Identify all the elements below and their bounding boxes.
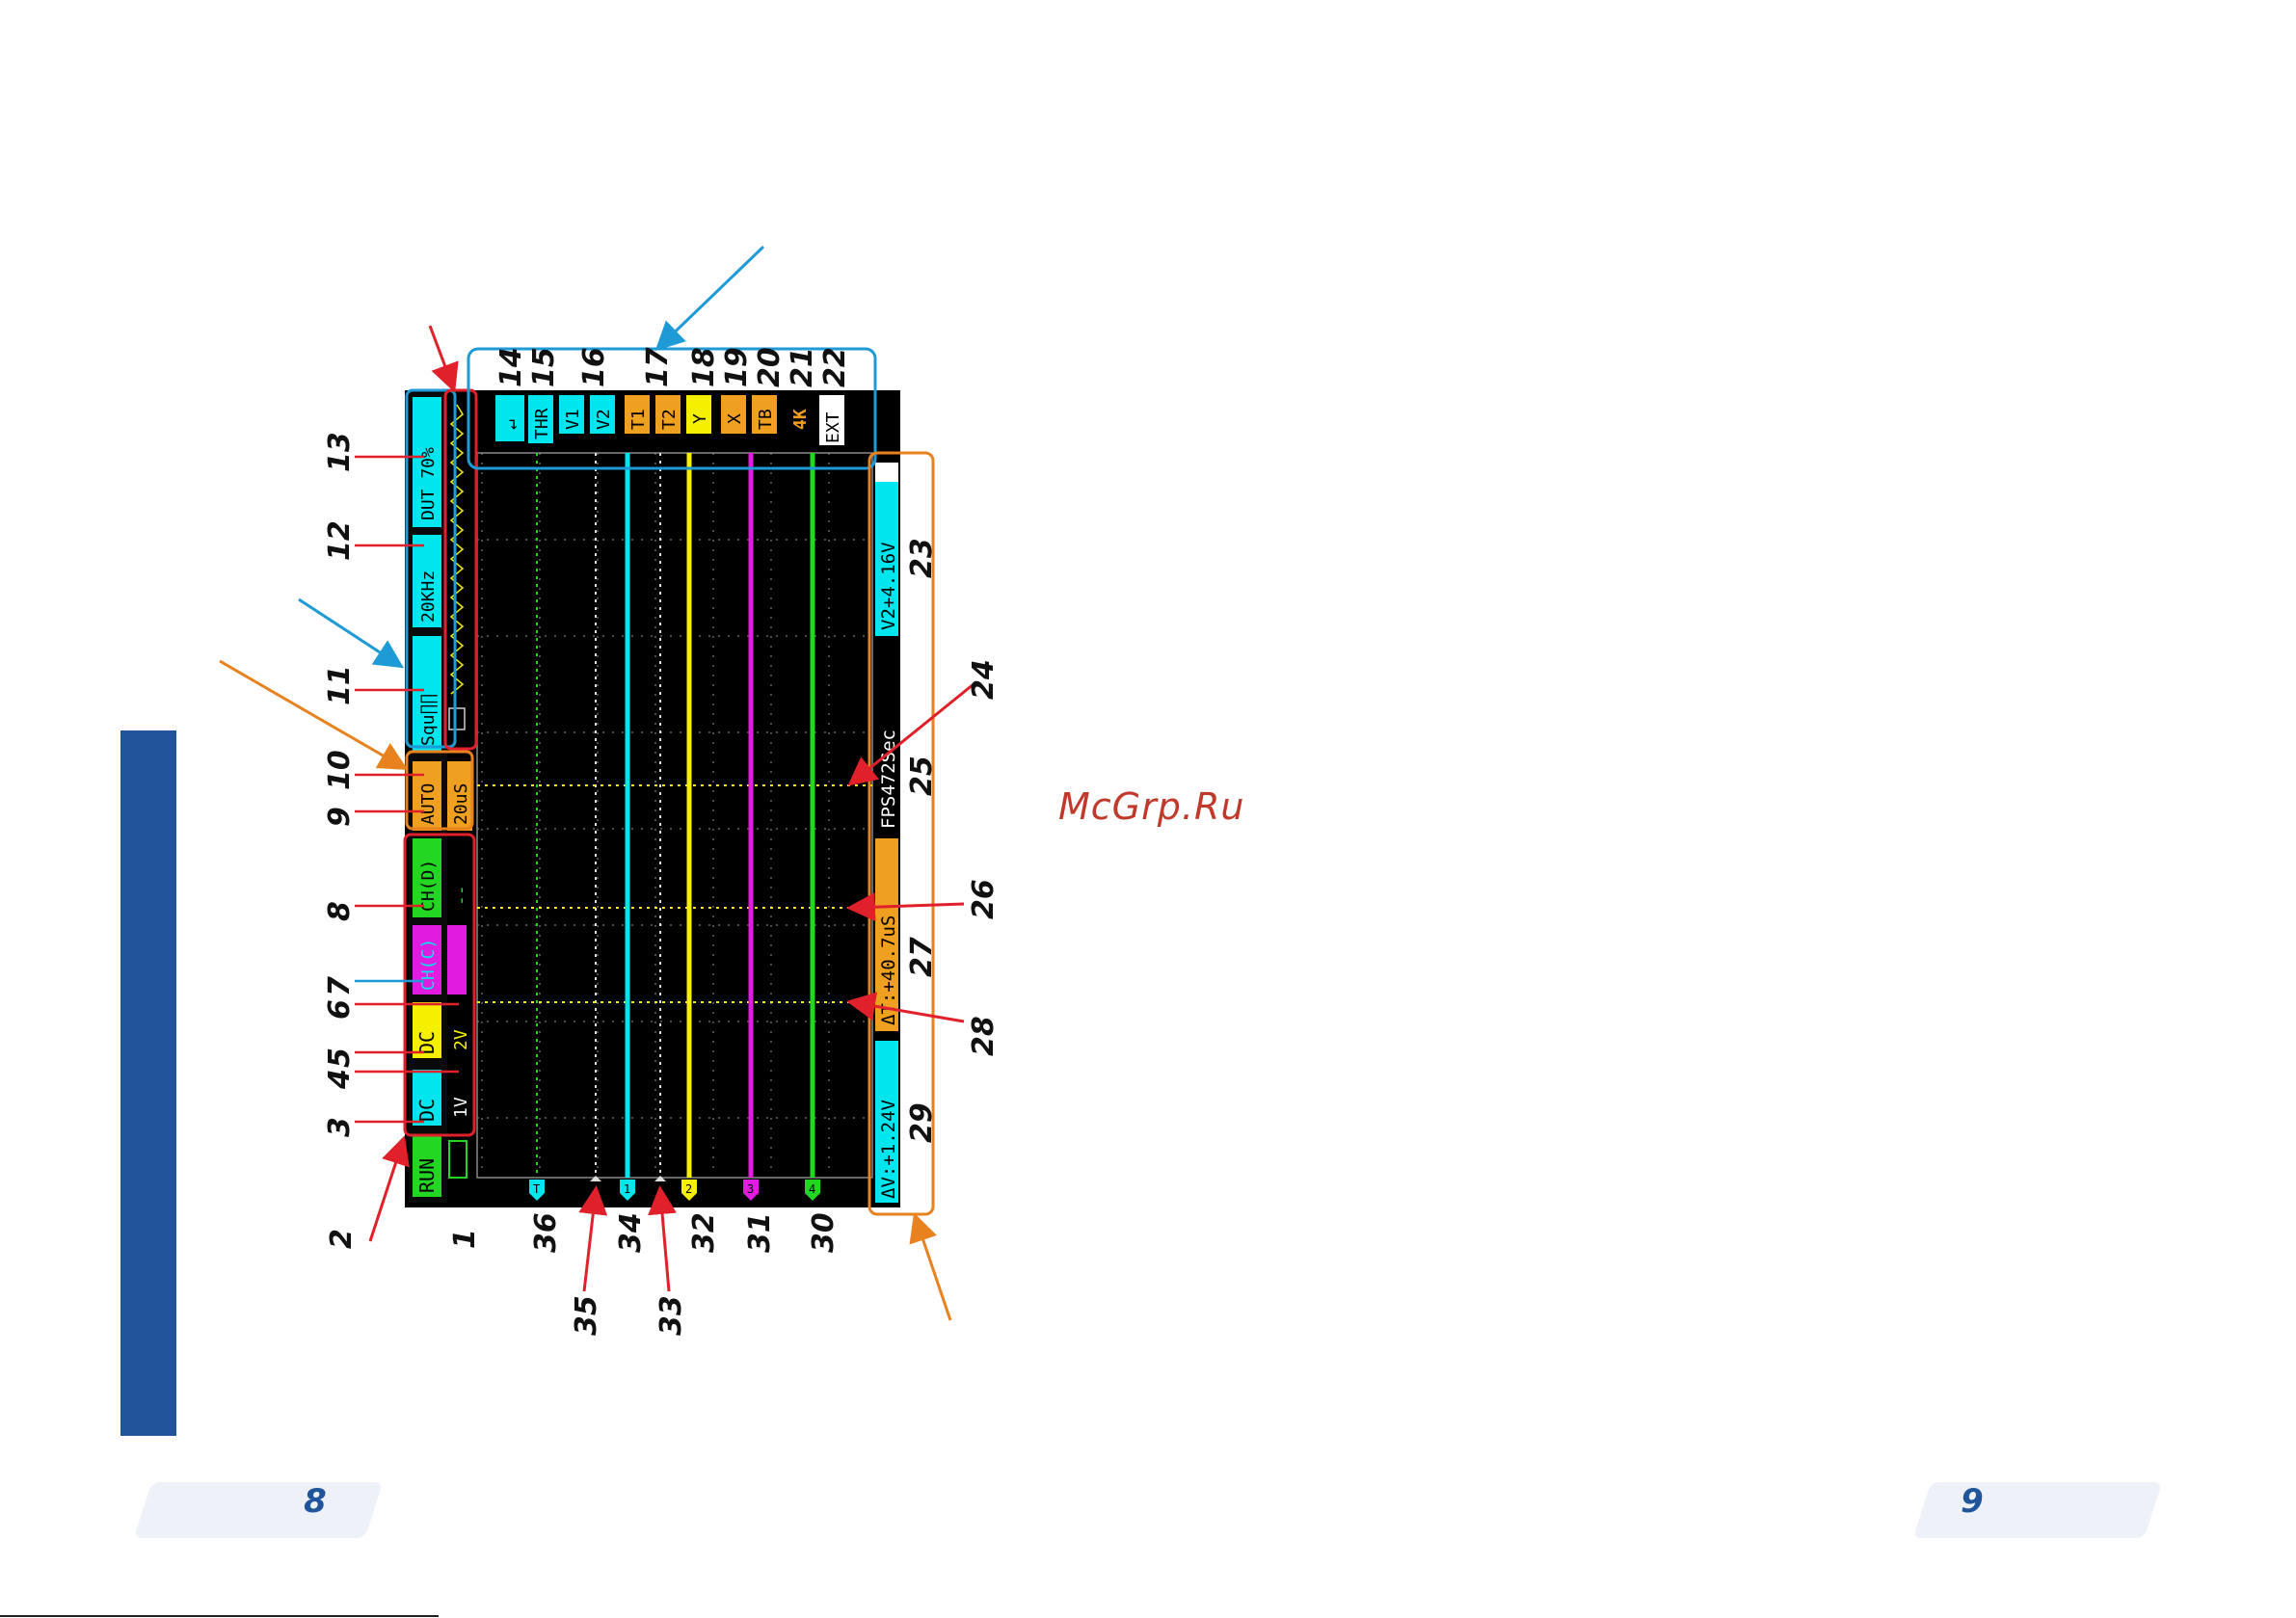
menu-y: Y xyxy=(690,413,710,424)
timebase: 20uS xyxy=(451,783,471,825)
callout-28: 28 xyxy=(967,1016,1001,1056)
callout-33: 33 xyxy=(654,1295,688,1336)
callout-31: 31 xyxy=(743,1212,777,1253)
callout-1: 1 xyxy=(448,1229,482,1249)
trigger-mode: AUTO xyxy=(418,783,439,825)
status-column: RUN DC DC CH(C) CH(D) AUTO Squ∏∏ 20KHz D… xyxy=(413,397,441,1197)
menu-t2: T2 xyxy=(659,409,680,430)
menu-t1: T1 xyxy=(628,409,649,430)
v2-readout: V2+4.16V xyxy=(878,542,899,630)
callout-18: 18 xyxy=(687,347,721,387)
marker-4: 4 xyxy=(809,1182,815,1196)
callout-9: 9 xyxy=(323,807,357,827)
marker-1: 1 xyxy=(624,1182,630,1196)
run-label: RUN xyxy=(415,1158,439,1193)
marker-t: T xyxy=(533,1182,540,1196)
callout-27: 27 xyxy=(905,937,939,977)
ch-d-label: CH(D) xyxy=(418,860,439,912)
menu-x: X xyxy=(725,413,745,424)
callout-14: 14 xyxy=(494,347,528,387)
callout-36: 36 xyxy=(529,1212,563,1253)
menu-tb: TB xyxy=(756,409,776,430)
ch-b-coupling: DC xyxy=(415,1031,439,1054)
ch-a-scale: 1V xyxy=(451,1097,471,1118)
callout-7: 7 xyxy=(323,976,357,996)
callout-15: 15 xyxy=(527,347,561,387)
menu-thr: THR xyxy=(532,408,552,439)
menu-4k: 4K xyxy=(790,409,811,430)
scope-screen xyxy=(405,390,900,1207)
callout-19: 19 xyxy=(720,347,754,387)
callout-8: 8 xyxy=(323,901,357,921)
waveform-type: Squ∏∏ xyxy=(418,694,439,746)
callout-34: 34 xyxy=(614,1212,648,1253)
ch-c-label: CH(C) xyxy=(418,939,439,991)
ch-d-value: -- xyxy=(451,885,471,906)
callout-13: 13 xyxy=(323,432,357,472)
callout-16: 16 xyxy=(577,347,611,387)
frequency: 20KHz xyxy=(418,570,439,623)
menu-v2: V2 xyxy=(594,409,614,430)
callout-12: 12 xyxy=(323,520,357,561)
callout-23: 23 xyxy=(905,538,939,578)
callout-29: 29 xyxy=(905,1102,939,1143)
callout-32: 32 xyxy=(687,1212,721,1253)
marker-2: 2 xyxy=(685,1182,692,1196)
marker-3: 3 xyxy=(747,1182,754,1196)
callout-26: 26 xyxy=(967,879,1001,919)
callout-35: 35 xyxy=(570,1295,603,1336)
callout-25: 25 xyxy=(905,756,939,796)
callout-2: 2 xyxy=(325,1229,359,1249)
ch-a-coupling: DC xyxy=(415,1099,439,1122)
callout-21: 21 xyxy=(786,347,819,387)
callout-24: 24 xyxy=(967,659,1001,700)
duty-cycle: DUT 70% xyxy=(418,447,439,520)
menu-ext: EXT xyxy=(823,411,843,443)
callout-5: 5 xyxy=(323,1048,357,1068)
callout-3: 3 xyxy=(323,1117,357,1137)
callout-20: 20 xyxy=(753,347,787,387)
callout-6: 6 xyxy=(323,999,357,1020)
fps-readout: FPS472Sec xyxy=(878,729,899,829)
menu-v1: V1 xyxy=(563,409,583,430)
ch-b-scale: 2V xyxy=(451,1029,471,1050)
callout-10: 10 xyxy=(323,750,357,790)
callout-11: 11 xyxy=(323,665,357,705)
callout-22: 22 xyxy=(818,347,852,387)
callout-30: 30 xyxy=(807,1212,841,1253)
callout-17: 17 xyxy=(641,347,675,387)
dv-readout: ΔV:+1.24V xyxy=(878,1100,899,1199)
callout-4: 4 xyxy=(323,1069,357,1090)
menu-return: ↵ xyxy=(501,419,521,430)
